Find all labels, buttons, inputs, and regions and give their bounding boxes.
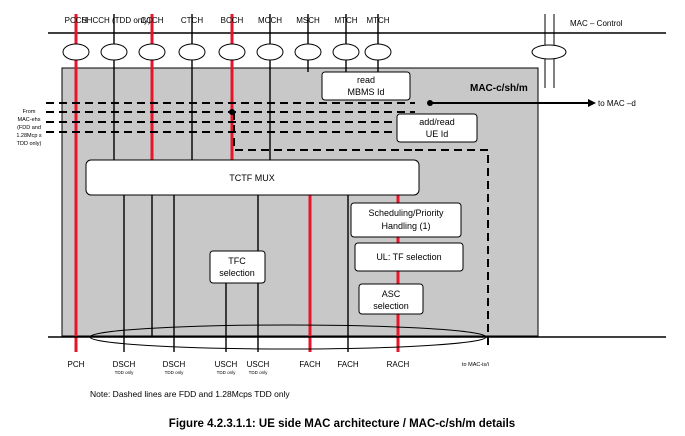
bottom-label-dsch2: DSCH (163, 360, 186, 369)
svg-text:MAC-ehs: MAC-ehs (18, 117, 41, 123)
bottom-sub-usch1: TDD only (217, 370, 237, 375)
sap-mtch2 (364, 43, 392, 61)
scheduling-priority-box (350, 202, 462, 238)
to-mac-d-label: to MAC –d (598, 99, 636, 108)
to-mac-is-label: to MAC-is/i (462, 362, 489, 368)
top-channel-saps (62, 43, 392, 61)
bottom-label-usch1: USCH (215, 360, 238, 369)
tfc-line2: selection (219, 268, 255, 278)
add-read-ue-id-box (396, 113, 478, 143)
top-label-mtch1: MTCH (334, 16, 357, 25)
mac-control-sap (531, 44, 567, 60)
tfc-selection-box (209, 250, 266, 284)
sap-shcch (100, 43, 128, 61)
add-read-line1: add/read (419, 117, 455, 127)
mac-control-label: MAC – Control (570, 19, 623, 28)
figure-caption: Figure 4.2.3.1.1: UE side MAC architectu… (169, 418, 515, 430)
bottom-sub-dsch2: TDD only (165, 370, 185, 375)
add-read-line2: UE Id (426, 129, 449, 139)
top-label-mcch: MCCH (258, 16, 282, 25)
note-text: Note: Dashed lines are FDD and 1.28Mcps … (90, 389, 290, 399)
sap-mcch (256, 43, 284, 61)
bottom-label-dsch1: DSCH (113, 360, 136, 369)
sap-ccch (138, 43, 166, 61)
bottom-label-pch: PCH (68, 360, 85, 369)
to-mac-d-arrow (588, 99, 596, 107)
top-label-mtch2: MTCH (366, 16, 389, 25)
bottom-label-fach1: FACH (299, 360, 321, 369)
left-input-label: From MAC-ehs (FDD and 1.28Mcp s TDD only… (16, 109, 42, 147)
top-label-ctch: CTCH (181, 16, 203, 25)
sap-pcch (62, 43, 90, 61)
bottom-label-fach2: FACH (337, 360, 359, 369)
asc-line2: selection (373, 301, 409, 311)
tfc-line1: TFC (228, 256, 246, 266)
scheduling-line1: Scheduling/Priority (368, 208, 444, 218)
ul-tf-label: UL: TF selection (376, 252, 441, 262)
asc-selection-box (358, 283, 424, 315)
top-label-shcch: SHCCH (TDD only) (81, 16, 151, 25)
svg-text:(FDD and: (FDD and (17, 125, 41, 131)
bottom-label-rach: RACH (387, 360, 410, 369)
to-mac-is-route (415, 149, 489, 348)
ul-tf-selection-box (354, 242, 464, 272)
top-label-pcch: PCCH (65, 16, 88, 25)
tctf-mux-box (85, 159, 420, 196)
bottom-label-usch2: USCH (247, 360, 270, 369)
asc-line1: ASC (382, 289, 401, 299)
tctf-mux-label: TCTF MUX (229, 173, 275, 183)
transport-channel-sap (89, 324, 487, 350)
bottom-sub-usch2: TDD only (249, 370, 269, 375)
read-mbms-line2: MBMS Id (347, 87, 384, 97)
top-label-msch: MSCH (296, 16, 320, 25)
read-mbms-id-box (321, 71, 411, 101)
main-block-title: MAC-c/sh/m (470, 83, 528, 94)
svg-text:1.28Mcp s: 1.28Mcp s (16, 133, 42, 139)
bottom-sub-dsch1: TDD only (115, 370, 135, 375)
sap-ctch (178, 43, 206, 61)
read-mbms-line1: read (357, 75, 375, 85)
top-label-bcch: BCCH (221, 16, 244, 25)
svg-text:From: From (23, 109, 36, 115)
svg-text:TDD only): TDD only) (17, 141, 42, 147)
sap-bcch (218, 43, 246, 61)
sap-mtch1 (332, 43, 360, 61)
mac-c-sh-m-block (61, 67, 539, 337)
top-label-ccch: CCCH (140, 16, 163, 25)
sap-msch (294, 43, 322, 61)
scheduling-line2: Handling (1) (381, 221, 430, 231)
